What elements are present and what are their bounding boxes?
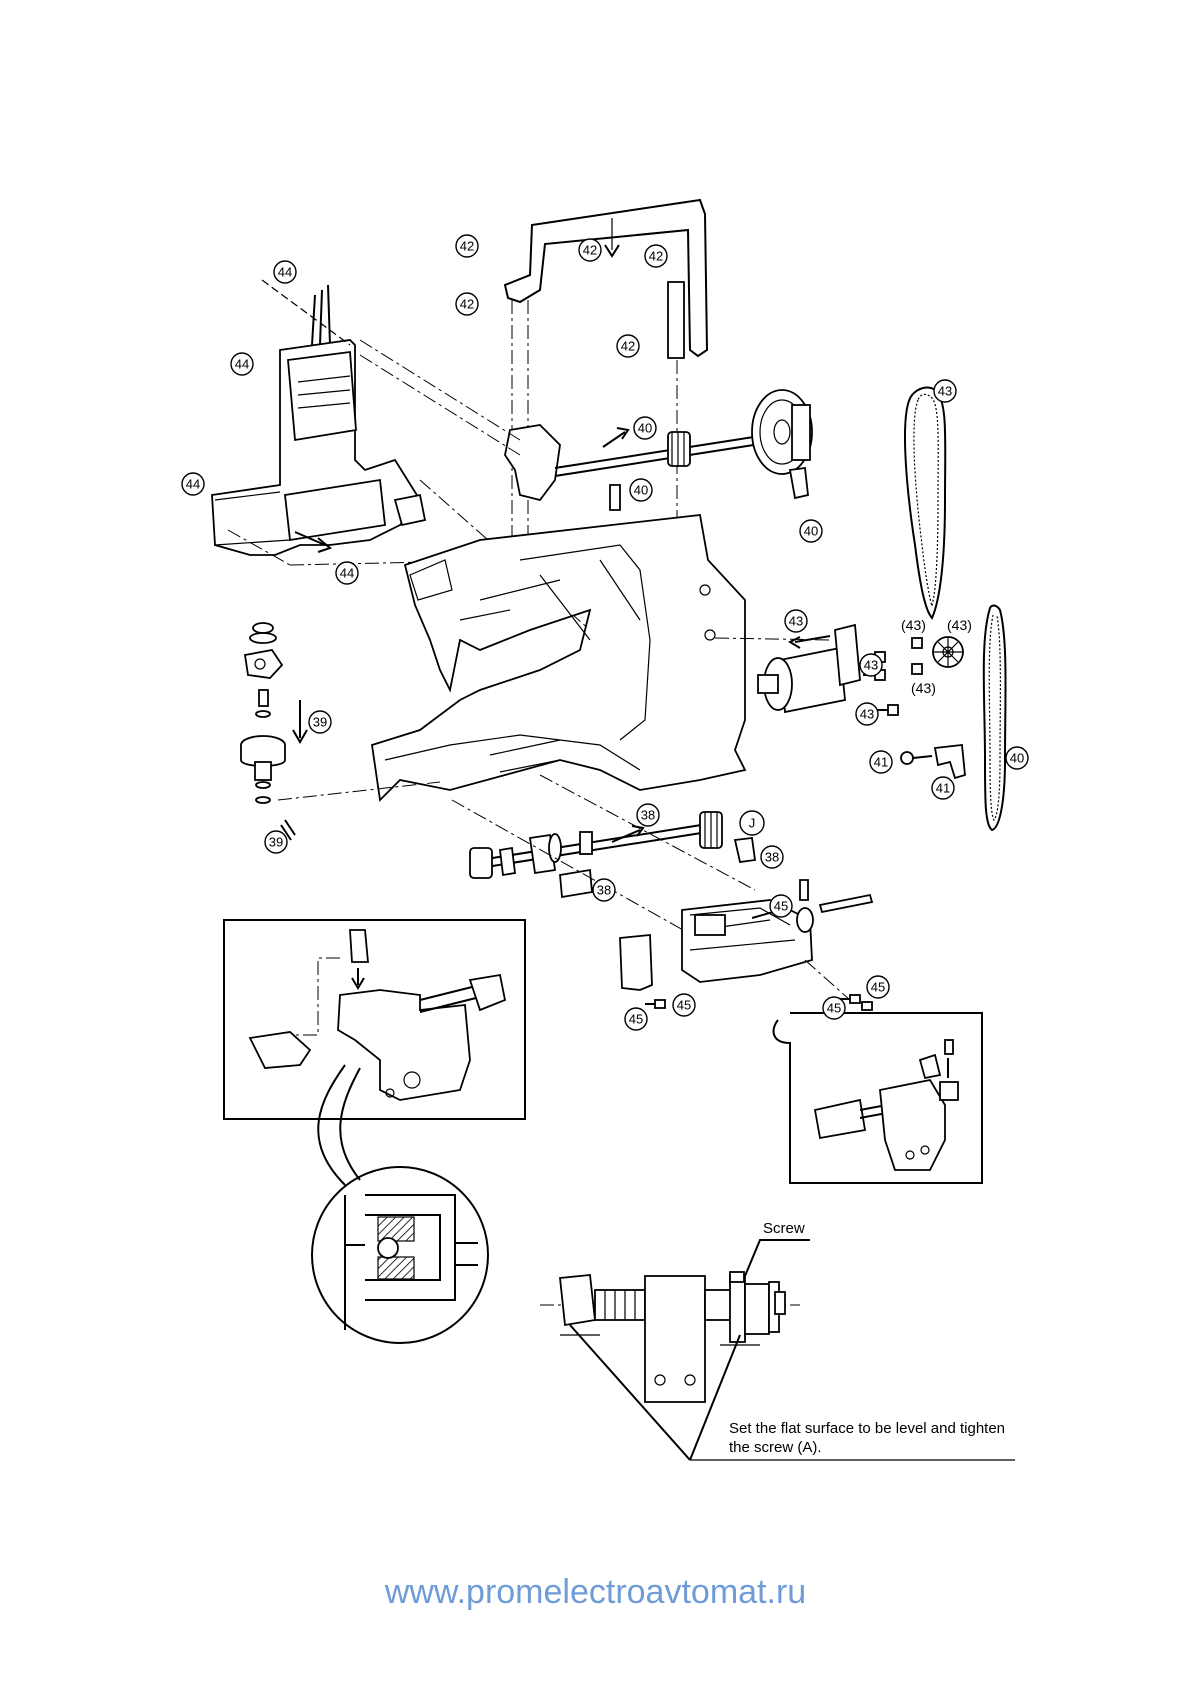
- callout-42: 42: [617, 335, 639, 357]
- callout-41: 41: [870, 751, 892, 773]
- callout-45: 45: [673, 994, 695, 1016]
- callout-42: 42: [456, 293, 478, 315]
- svg-text:38: 38: [641, 808, 655, 823]
- hook-assembly: [241, 623, 440, 840]
- website-watermark[interactable]: www.promelectroavtomat.ru: [0, 1573, 1191, 1612]
- callout-45: 45: [625, 1008, 647, 1030]
- svg-text:45: 45: [677, 998, 691, 1013]
- main-frame: [372, 515, 745, 800]
- callout-38: 38: [593, 879, 615, 901]
- callout-45: 45: [867, 976, 889, 998]
- svg-text:38: 38: [765, 850, 779, 865]
- callout-44: 44: [231, 353, 253, 375]
- svg-text:40: 40: [638, 421, 652, 436]
- callout-45: 45: [770, 895, 792, 917]
- svg-text:45: 45: [774, 899, 788, 914]
- motor-gear: [933, 637, 963, 667]
- svg-text:39: 39: [269, 835, 283, 850]
- svg-text:44: 44: [340, 566, 354, 581]
- callout-43-paren: (43): [911, 680, 936, 696]
- svg-text:45: 45: [871, 980, 885, 995]
- note-line-1: Set the flat surface to be level and tig…: [729, 1420, 1005, 1437]
- motor-assembly: [715, 625, 963, 715]
- svg-text:44: 44: [235, 357, 249, 372]
- svg-text:40: 40: [1010, 751, 1024, 766]
- callout-41: 41: [932, 777, 954, 799]
- callout-39: 39: [265, 831, 287, 853]
- callout-42: 42: [579, 239, 601, 261]
- inset-detail-right: [774, 1013, 982, 1183]
- svg-text:42: 42: [621, 339, 635, 354]
- callout-42: 42: [645, 245, 667, 267]
- svg-text:43: 43: [938, 384, 952, 399]
- magnifier-detail: [312, 1065, 488, 1343]
- callout-44: 44: [262, 261, 350, 345]
- svg-text:41: 41: [874, 755, 888, 770]
- callout-43-paren: (43): [947, 617, 972, 633]
- callout-j: J: [740, 811, 764, 835]
- callout-43: 43: [860, 654, 882, 676]
- callout-40: 40: [800, 520, 822, 542]
- svg-text:38: 38: [597, 883, 611, 898]
- callout-40: 40: [634, 417, 656, 439]
- callout-43: 43: [785, 610, 807, 632]
- callout-44: 44: [182, 473, 204, 495]
- svg-text:42: 42: [649, 249, 663, 264]
- callout-42: 42: [456, 235, 478, 257]
- svg-text:43: 43: [789, 614, 803, 629]
- note-line-2: the screw (A).: [729, 1439, 822, 1456]
- callout-40: 40: [630, 479, 652, 501]
- belt-top-right: [905, 388, 945, 618]
- svg-text:J: J: [749, 816, 756, 831]
- callout-43: 43: [856, 703, 878, 725]
- callout-44: 44: [336, 562, 358, 584]
- upper-shaft-assembly: [505, 390, 812, 510]
- bracket-41: [901, 745, 965, 778]
- callout-38: 38: [761, 846, 783, 868]
- callout-43: 43: [934, 380, 956, 402]
- svg-text:42: 42: [460, 239, 474, 254]
- callout-39: 39: [309, 711, 331, 733]
- svg-text:40: 40: [804, 524, 818, 539]
- svg-text:43: 43: [860, 707, 874, 722]
- svg-text:41: 41: [936, 781, 950, 796]
- svg-text:43: 43: [864, 658, 878, 673]
- feed-mechanism: [620, 880, 872, 1010]
- svg-text:45: 45: [827, 1001, 841, 1016]
- svg-text:42: 42: [460, 297, 474, 312]
- callout-43-paren: (43): [901, 617, 926, 633]
- screw-label: Screw: [763, 1220, 805, 1237]
- svg-text:42: 42: [583, 243, 597, 258]
- svg-text:44: 44: [278, 265, 292, 280]
- callout-38: 38: [637, 804, 659, 826]
- svg-text:44: 44: [186, 477, 200, 492]
- svg-text:40: 40: [634, 483, 648, 498]
- callout-40: 40: [1006, 747, 1028, 769]
- svg-text:45: 45: [629, 1012, 643, 1027]
- belt-right: [984, 606, 1006, 830]
- inset-detail-left: [224, 920, 525, 1119]
- svg-text:39: 39: [313, 715, 327, 730]
- callout-45: 45: [823, 997, 845, 1019]
